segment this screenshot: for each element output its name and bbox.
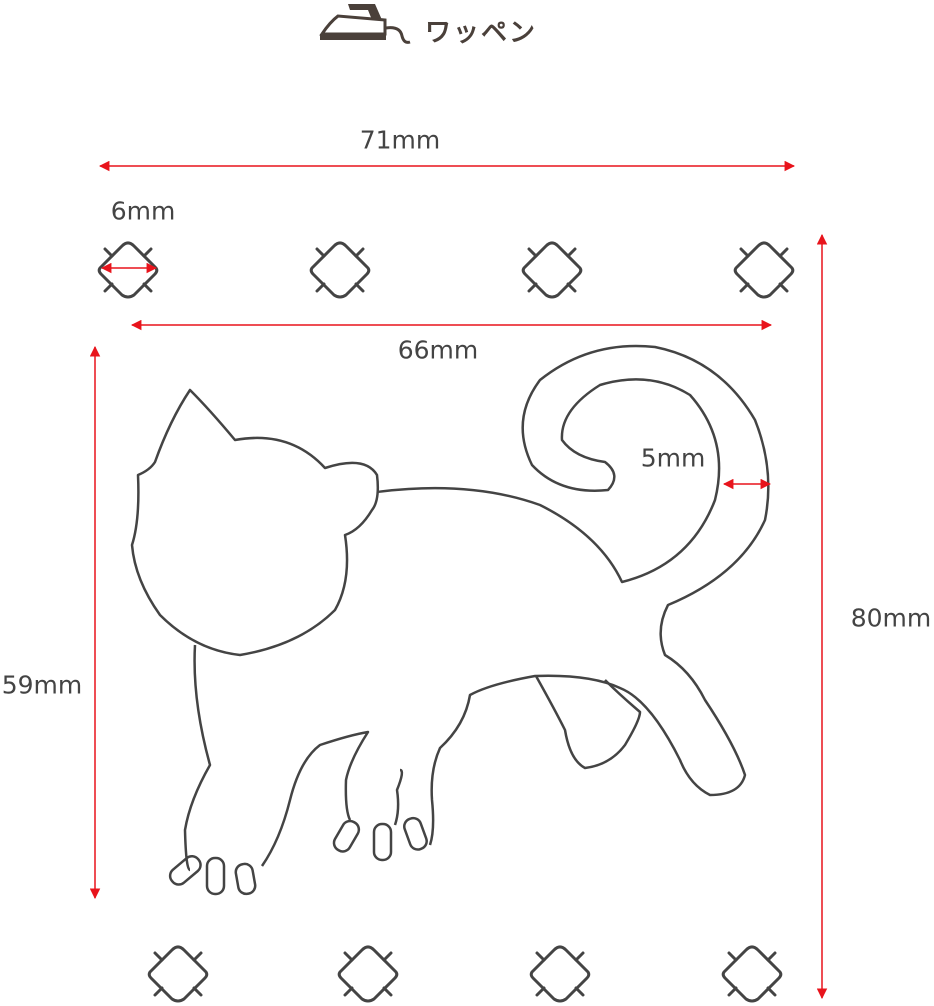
- clasp-shape: [97, 241, 159, 299]
- clasp-shape: [309, 241, 371, 299]
- label-cat-height: 59mm: [1, 670, 83, 700]
- header-title: ワッペン: [425, 18, 538, 48]
- label-tail-width: 5mm: [640, 443, 706, 473]
- dimension-lines: [89, 160, 828, 1000]
- label-inner-width: 66mm: [397, 335, 479, 365]
- cat-outline: [130, 344, 770, 896]
- clasp-shape: [721, 945, 783, 1003]
- label-clasp-width: 6mm: [110, 196, 176, 226]
- clasp-shape: [529, 945, 591, 1003]
- clasp-shape: [733, 241, 795, 299]
- iron-icon: [319, 4, 411, 44]
- clasp-shape: [337, 945, 399, 1003]
- clasp-shape: [147, 945, 209, 1003]
- label-total-height: 80mm: [850, 603, 932, 633]
- clasp-shape: [521, 241, 583, 299]
- label-total-width: 71mm: [359, 125, 441, 155]
